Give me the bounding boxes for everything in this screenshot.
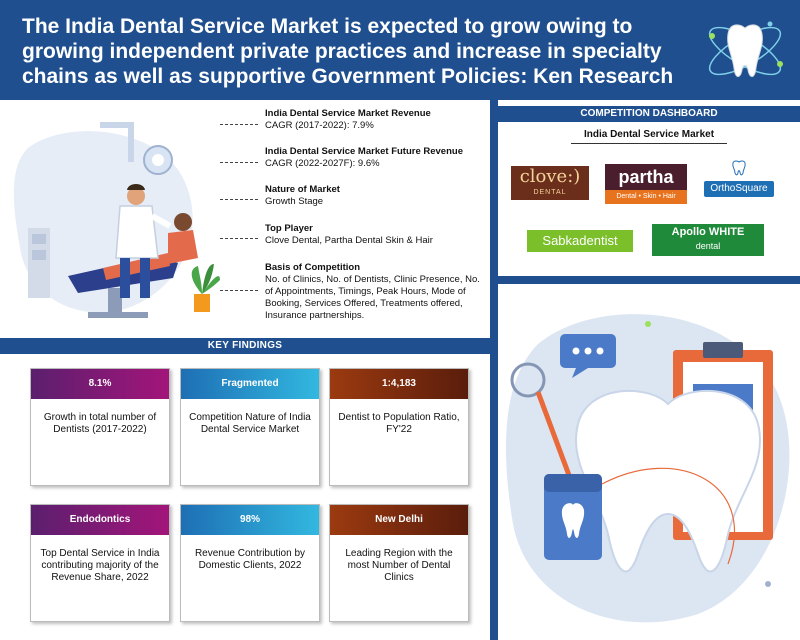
competition-dashboard: COMPETITION DASHBOARD India Dental Servi… <box>498 100 800 276</box>
finding-card: New Delhi Leading Region with the most N… <box>329 504 469 622</box>
finding-card-value: Fragmented <box>181 369 319 399</box>
overview-competition-basis: Basis of Competition No. of Clinics, No.… <box>265 262 485 322</box>
finding-card: Fragmented Competition Nature of India D… <box>180 368 320 486</box>
overview-label: Nature of Market <box>265 184 340 195</box>
leader-line <box>220 162 258 163</box>
overview-label: India Dental Service Market Revenue <box>265 108 431 119</box>
apollo-white-logo: Apollo WHITE dental <box>652 224 764 256</box>
competition-heading: COMPETITION DASHBOARD <box>498 106 800 122</box>
orthosquare-logo-text: OrthoSquare <box>704 181 774 197</box>
finding-card-value: 8.1% <box>31 369 169 399</box>
clove-dental-logo: clove:) DENTAL <box>511 166 589 200</box>
apollo-logo-text: Apollo WHITE <box>671 226 745 238</box>
finding-card: 98% Revenue Contribution by Domestic Cli… <box>180 504 320 622</box>
overview-value: Clove Dental, Partha Dental Skin & Hair <box>265 235 433 246</box>
partha-logo: partha Dental • Skin • Hair <box>605 164 687 204</box>
dentist-patient-illustration <box>13 122 220 318</box>
orthosquare-logo: OrthoSquare <box>704 160 774 208</box>
key-findings-panel: 8.1% Growth in total number of Dentists … <box>0 354 490 640</box>
partha-logo-subtext: Dental • Skin • Hair <box>605 190 687 204</box>
finding-card-text: Dentist to Population Ratio, FY'22 <box>338 412 460 435</box>
overview-nature: Nature of Market Growth Stage <box>265 184 485 208</box>
tooth-icon <box>732 160 746 176</box>
finding-card-text: Top Dental Service in India contributing… <box>40 548 160 583</box>
overview-future-revenue: India Dental Service Market Future Reven… <box>265 146 485 170</box>
overview-value: Growth Stage <box>265 196 324 207</box>
dental-care-illustration-panel <box>498 284 800 640</box>
clove-logo-text: clove:) <box>519 166 581 187</box>
finding-card-text: Leading Region with the most Number of D… <box>345 548 453 583</box>
subtitle-underline <box>571 143 727 144</box>
competition-subtitle: India Dental Service Market <box>583 129 715 140</box>
leader-line <box>220 124 258 125</box>
leader-line <box>220 238 258 239</box>
finding-card-value: 1:4,183 <box>330 369 468 399</box>
overview-top-player: Top Player Clove Dental, Partha Dental S… <box>265 223 485 247</box>
tooth-atom-icon <box>708 21 783 77</box>
key-findings-heading: KEY FINDINGS <box>0 338 490 354</box>
finding-card-text: Growth in total number of Dentists (2017… <box>43 412 157 435</box>
leader-line <box>220 199 258 200</box>
tooth-clipboard-illustration <box>505 314 790 623</box>
finding-card-text: Revenue Contribution by Domestic Clients… <box>194 548 306 571</box>
apollo-logo-subtext: dental <box>695 241 721 251</box>
overview-value: No. of Clinics, No. of Dentists, Clinic … <box>265 274 480 321</box>
partha-logo-text: partha <box>605 164 687 190</box>
finding-card-text: Competition Nature of India Dental Servi… <box>189 412 311 435</box>
finding-card: Endodontics Top Dental Service in India … <box>30 504 170 622</box>
leader-line <box>220 290 258 291</box>
finding-card-value: New Delhi <box>330 505 468 535</box>
clove-logo-subtext: DENTAL <box>533 189 567 196</box>
finding-card: 1:4,183 Dentist to Population Ratio, FY'… <box>329 368 469 486</box>
market-overview-panel: India Dental Service Market Revenue CAGR… <box>0 100 490 338</box>
overview-revenue: India Dental Service Market Revenue CAGR… <box>265 108 485 132</box>
header-banner: The India Dental Service Market is expec… <box>0 0 800 100</box>
overview-label: Basis of Competition <box>265 262 361 273</box>
overview-value: CAGR (2017-2022): 7.9% <box>265 120 374 131</box>
overview-value: CAGR (2022-2027F): 9.6% <box>265 158 380 169</box>
overview-label: India Dental Service Market Future Reven… <box>265 146 463 157</box>
finding-card: 8.1% Growth in total number of Dentists … <box>30 368 170 486</box>
overview-label: Top Player <box>265 223 313 234</box>
page-title: The India Dental Service Market is expec… <box>22 15 674 88</box>
finding-card-value: 98% <box>181 505 319 535</box>
sabka-dentist-logo: Sabkadentist <box>527 230 633 252</box>
finding-card-value: Endodontics <box>31 505 169 535</box>
